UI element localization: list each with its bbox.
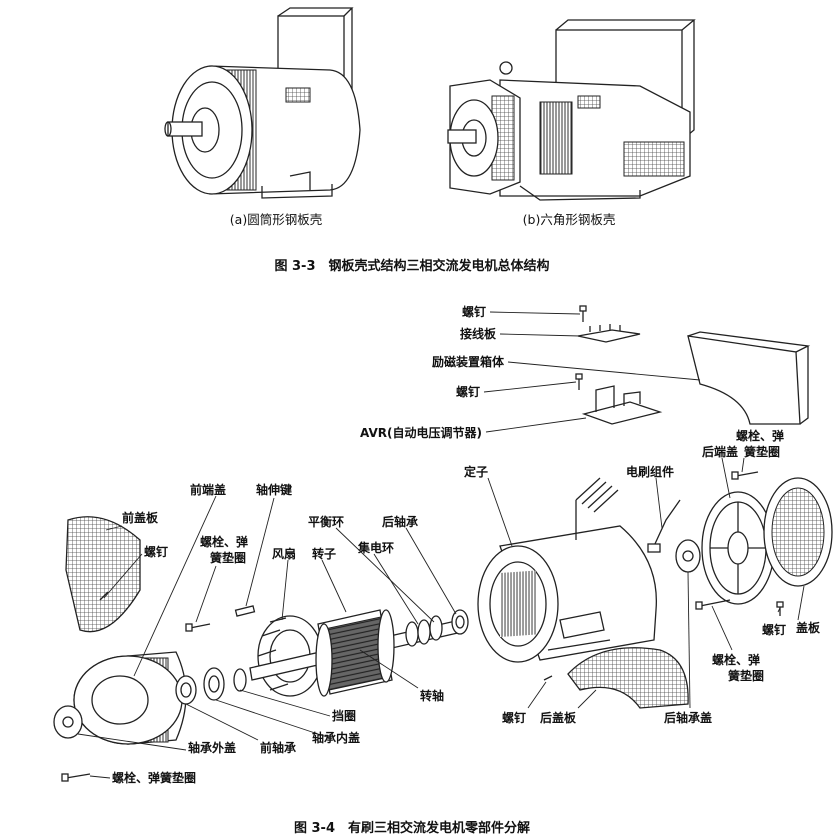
label-bolt-washer-top-1: 螺栓、弹 [736,428,784,443]
subcaption-a: (a)圆筒形钢板壳 [230,212,322,227]
label-front-bearing: 前轴承 [260,740,296,755]
label-avr: AVR(自动电压调节器) [360,425,482,440]
label-front-end-cover: 前端盖 [190,482,226,497]
label-retaining-ring: 挡圈 [332,708,356,723]
label-bolt-washer-front-2: 簧垫圈 [210,550,246,565]
label-bolt-washer-top-2: 簧垫圈 [744,444,780,459]
label-rear-end-cover: 后端盖 [702,444,738,459]
label-rotor: 转子 [312,546,336,561]
label-bolt-washer-front-1: 螺栓、弹 [200,534,248,549]
leader-lines [77,311,805,779]
figure-3-3-caption: 图 3-3 钢板壳式结构三相交流发电机总体结构 [274,258,549,274]
label-bearing-inner-cover: 轴承内盖 [312,730,360,745]
label-bolt-washer-right-1: 螺栓、弹 [712,652,760,667]
label-fan: 风扇 [272,546,296,561]
label-slip-ring: 集电环 [357,540,394,555]
label-screw-right: 螺钉 [762,622,786,637]
label-terminal-board: 接线板 [460,326,497,341]
label-screw-front: 螺钉 [144,544,168,559]
part-labels: 螺钉 接线板 励磁装置箱体 螺钉 AVR(自动电压调节器) 后端盖 螺栓、弹 簧… [112,304,821,785]
label-screw-top: 螺钉 [462,304,486,319]
label-bolt-washer-right-2: 簧垫圈 [728,668,764,683]
hexagonal-generator-drawing [447,19,696,201]
label-screw-bottom: 螺钉 [502,710,526,725]
label-exciter-box: 励磁装置箱体 [432,354,505,369]
label-front-cover-plate: 前盖板 [122,510,159,525]
label-bolt-washer-bottom: 螺栓、弹簧垫圈 [112,770,196,785]
cylindrical-generator-drawing [164,7,361,199]
label-brush-assembly: 电刷组件 [626,464,674,479]
label-screw-mid: 螺钉 [456,384,480,399]
label-rear-cover-plate: 后盖板 [540,710,577,725]
label-shaft: 转轴 [420,688,444,703]
label-bearing-outer-cover: 轴承外盖 [188,740,236,755]
label-rear-bearing: 后轴承 [382,514,418,529]
label-rear-bearing-cover: 后轴承盖 [664,710,712,725]
subcaption-b: (b)六角形钢板壳 [523,212,616,227]
figure-3-4-caption: 图 3-4 有刷三相交流发电机零部件分解 [294,820,530,836]
label-shaft-key: 轴伸键 [256,482,292,497]
label-cover-plate: 盖板 [796,620,821,635]
exploded-parts-drawing [53,305,833,782]
label-stator: 定子 [464,464,488,479]
label-balance-ring: 平衡环 [308,514,344,529]
